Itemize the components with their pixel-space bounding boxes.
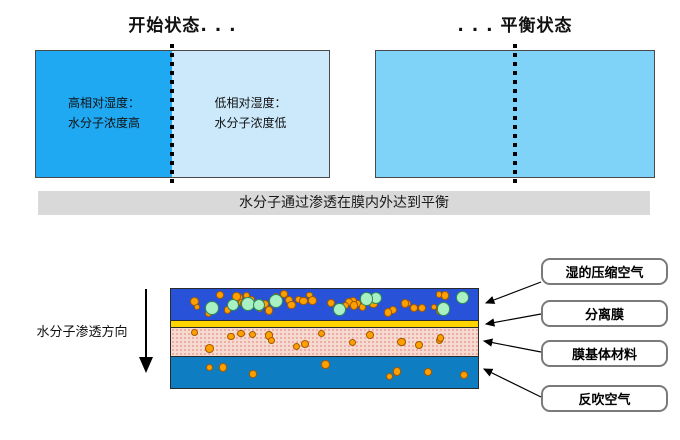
- molecule-dot: [206, 364, 214, 372]
- molecule-dot: [436, 302, 451, 316]
- molecule-dot: [417, 303, 426, 313]
- molecule-dot: [237, 330, 245, 338]
- arrow-to-wet-air-icon: [484, 281, 542, 304]
- high-humidity-label: 高相对湿度： 水分子浓度高: [67, 96, 140, 130]
- molecule-dot: [326, 298, 335, 307]
- molecule-dot: [456, 291, 469, 304]
- molecule-dot: [300, 339, 310, 348]
- molecule-dot: [415, 341, 423, 350]
- molecule-dot: [333, 303, 347, 317]
- wet-compressed-air-layer: [170, 288, 479, 321]
- molecule-dot: [249, 370, 257, 378]
- molecule-dot: [267, 336, 276, 345]
- purge-air-layer: [170, 356, 479, 389]
- molecule-dot: [264, 306, 273, 315]
- molecule-dot: [248, 330, 257, 338]
- molecule-dot: [194, 304, 201, 311]
- high-humidity-region: 高相对湿度： 水分子浓度高: [36, 51, 172, 177]
- arrow-to-purge-air-icon: [482, 368, 542, 398]
- start-state-box: 高相对湿度： 水分子浓度高 低相对湿度： 水分子浓度低: [35, 50, 330, 178]
- callout-membrane-substrate: 膜基体材料: [541, 340, 668, 367]
- molecule-dot: [226, 332, 235, 341]
- start-membrane-dashed-line: [170, 44, 174, 186]
- start-state-title: 开始状态. . .: [128, 16, 237, 36]
- molecule-dot: [219, 363, 228, 372]
- molecule-dot: [226, 298, 239, 312]
- membrane-layer-stack: [170, 288, 479, 389]
- molecule-dot: [397, 337, 406, 347]
- molecule-dot: [360, 292, 374, 306]
- callout-separation-membrane: 分离膜: [541, 300, 668, 327]
- equilibrium-membrane-dashed-line: [513, 44, 517, 186]
- molecule-dot: [292, 342, 300, 350]
- molecule-dot: [435, 291, 443, 298]
- molecule-dot: [204, 301, 219, 315]
- molecule-dot: [392, 367, 402, 376]
- membrane-substrate-layer: [170, 327, 479, 357]
- molecule-dot: [286, 300, 296, 310]
- molecule-dot: [423, 368, 432, 377]
- molecule-dot: [460, 371, 469, 380]
- permeation-direction-label: 水分子渗透方向: [36, 325, 128, 340]
- molecule-dot: [437, 334, 445, 342]
- arrow-to-membrane-icon: [484, 313, 542, 327]
- molecule-dot: [268, 293, 284, 309]
- molecule-dot: [190, 329, 199, 337]
- callout-purge-air: 反吹空气: [541, 385, 668, 412]
- molecule-dot: [348, 338, 357, 346]
- molecule-dot: [204, 344, 214, 353]
- molecule-dot: [383, 307, 393, 317]
- low-humidity-region: 低相对湿度： 水分子浓度低: [172, 51, 329, 177]
- molecule-dot: [400, 299, 410, 308]
- molecule-dot: [386, 372, 394, 380]
- molecule-dot: [366, 331, 374, 339]
- molecule-dot: [252, 298, 265, 312]
- molecule-dot: [279, 290, 288, 299]
- molecule-dot: [349, 301, 359, 310]
- equilibrium-state-title: . . . 平衡状态: [457, 16, 573, 36]
- molecule-dot: [321, 360, 331, 370]
- molecule-dot: [317, 330, 326, 338]
- low-humidity-label: 低相对湿度： 水分子浓度低: [214, 96, 287, 130]
- callout-wet-compressed-air: 湿的压缩空气: [541, 258, 668, 285]
- molecule-dot: [215, 290, 225, 299]
- molecule-dot: [299, 296, 308, 306]
- molecule-dot: [308, 296, 317, 305]
- equilibrium-caption-banner: 水分子通过渗透在膜内外达到平衡: [38, 191, 650, 215]
- arrow-to-substrate-icon: [482, 338, 542, 353]
